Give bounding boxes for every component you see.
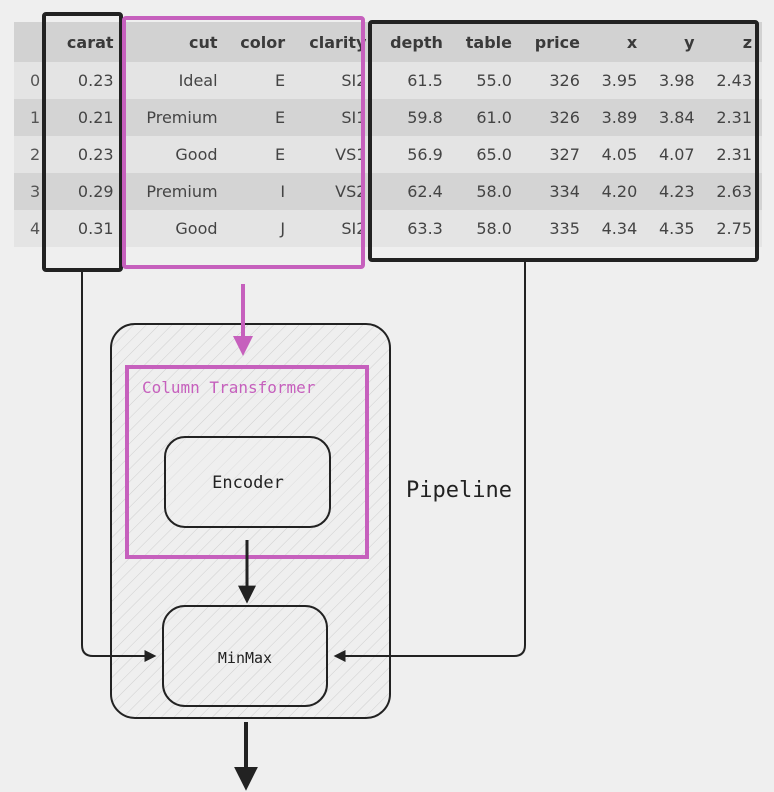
cell-price: 326: [521, 99, 590, 136]
cell-cut: Good: [123, 136, 228, 173]
cell-y: 3.84: [647, 99, 705, 136]
cell-cut: Ideal: [123, 62, 228, 99]
cell-color: J: [227, 210, 296, 247]
numeric-to-minmax-arrow: [333, 262, 526, 662]
col-header-table: table: [452, 22, 522, 62]
cell-z: 2.31: [704, 136, 762, 173]
encoder-box: [164, 436, 331, 528]
cell-carat: 0.23: [54, 136, 124, 173]
cell-depth: 59.8: [376, 99, 453, 136]
cell-index: 3: [14, 173, 54, 210]
header-row: carat cut color clarity depth table pric…: [14, 22, 762, 62]
minmax-label: MinMax: [218, 649, 272, 667]
diamonds-dataframe: carat cut color clarity depth table pric…: [14, 22, 762, 247]
column-transformer-label: Column Transformer: [142, 378, 316, 397]
categorical-columns-highlight: [122, 16, 365, 269]
minmax-box: [162, 605, 328, 707]
cell-table: 65.0: [452, 136, 522, 173]
cell-cut: Premium: [123, 99, 228, 136]
cell-price: 335: [521, 210, 590, 247]
cell-table: 58.0: [452, 210, 522, 247]
col-header-z: z: [704, 22, 762, 62]
cell-carat: 0.31: [54, 210, 124, 247]
col-header-y: y: [647, 22, 705, 62]
cell-depth: 62.4: [376, 173, 453, 210]
cell-x: 4.05: [589, 136, 648, 173]
cell-index: 2: [14, 136, 54, 173]
cell-color: I: [227, 173, 296, 210]
cell-depth: 56.9: [376, 136, 453, 173]
cell-y: 4.07: [647, 136, 705, 173]
pipeline-box: [110, 323, 391, 719]
cell-y: 4.35: [647, 210, 705, 247]
pipeline-label: Pipeline: [406, 478, 512, 503]
cell-z: 2.43: [704, 62, 762, 99]
col-header-depth: depth: [376, 22, 453, 62]
cell-z: 2.75: [704, 210, 762, 247]
col-header-carat: carat: [54, 22, 124, 62]
cell-color: E: [227, 62, 296, 99]
cell-carat: 0.21: [54, 99, 124, 136]
cell-cut: Premium: [123, 173, 228, 210]
cell-price: 327: [521, 136, 590, 173]
cell-index: 0: [14, 62, 54, 99]
cell-table: 55.0: [452, 62, 522, 99]
cell-price: 334: [521, 173, 590, 210]
cell-price: 326: [521, 62, 590, 99]
cell-table: 58.0: [452, 173, 522, 210]
cell-depth: 61.5: [376, 62, 453, 99]
cell-z: 2.31: [704, 99, 762, 136]
cell-color: E: [227, 136, 296, 173]
cell-x: 4.34: [589, 210, 648, 247]
cell-cut: Good: [123, 210, 228, 247]
cell-index: 4: [14, 210, 54, 247]
carat-column-highlight: [42, 12, 123, 272]
cell-carat: 0.23: [54, 62, 124, 99]
col-header-x: x: [589, 22, 648, 62]
numeric-columns-highlight: [368, 20, 759, 262]
cell-table: 61.0: [452, 99, 522, 136]
cell-index: 1: [14, 99, 54, 136]
cell-color: E: [227, 99, 296, 136]
cell-carat: 0.29: [54, 173, 124, 210]
cell-x: 4.20: [589, 173, 648, 210]
col-header-color: color: [227, 22, 296, 62]
cell-y: 3.98: [647, 62, 705, 99]
carat-to-minmax-arrow: [81, 272, 157, 662]
col-header-price: price: [521, 22, 590, 62]
cell-depth: 63.3: [376, 210, 453, 247]
cell-x: 3.89: [589, 99, 648, 136]
encoder-label: Encoder: [212, 473, 284, 493]
cell-x: 3.95: [589, 62, 648, 99]
index-header: [14, 22, 54, 62]
col-header-cut: cut: [123, 22, 228, 62]
cell-z: 2.63: [704, 173, 762, 210]
cell-y: 4.23: [647, 173, 705, 210]
